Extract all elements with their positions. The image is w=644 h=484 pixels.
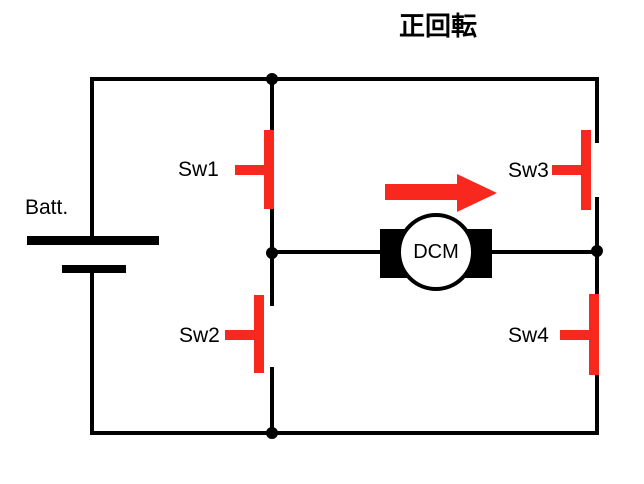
current-arrow-head	[457, 174, 497, 212]
wire-left-rail-upper	[90, 77, 94, 236]
switch-sw1-bar	[264, 130, 274, 209]
switch-sw1-label: Sw1	[178, 158, 219, 181]
switch-sw3-lead	[552, 165, 582, 175]
switch-sw4-label: Sw4	[508, 324, 549, 347]
switch-sw4-bar	[589, 294, 599, 375]
switch-sw3-label: Sw3	[508, 159, 549, 182]
wire-mid-branch-upper	[270, 77, 274, 143]
battery-positive-plate	[27, 236, 159, 245]
motor-body: DCM	[397, 213, 475, 291]
junction-dot-top	[266, 73, 278, 85]
junction-dot-left-mid	[266, 247, 278, 259]
motor-label: DCM	[413, 241, 459, 263]
switch-sw2-lead	[225, 330, 255, 340]
wire-left-rail-lower	[90, 273, 94, 435]
battery-label: Batt.	[25, 196, 69, 219]
junction-dot-right-mid	[591, 245, 603, 257]
switch-sw2-bar	[254, 295, 264, 373]
switch-sw2-label: Sw2	[179, 324, 220, 347]
wire-right-branch-upper	[595, 77, 599, 143]
wire-bottom-rail	[90, 431, 599, 435]
current-arrow-shaft	[385, 184, 457, 200]
switch-sw1-lead	[235, 165, 265, 175]
wire-right-branch-lower	[595, 369, 599, 435]
switch-sw3-bar	[581, 130, 591, 210]
wire-top-rail	[90, 77, 599, 81]
junction-dot-bottom	[266, 427, 278, 439]
wire-mid-branch-lower	[270, 367, 274, 435]
switch-sw4-lead	[560, 330, 590, 340]
diagram-title: 正回転	[399, 11, 478, 41]
battery-negative-plate	[62, 265, 126, 273]
